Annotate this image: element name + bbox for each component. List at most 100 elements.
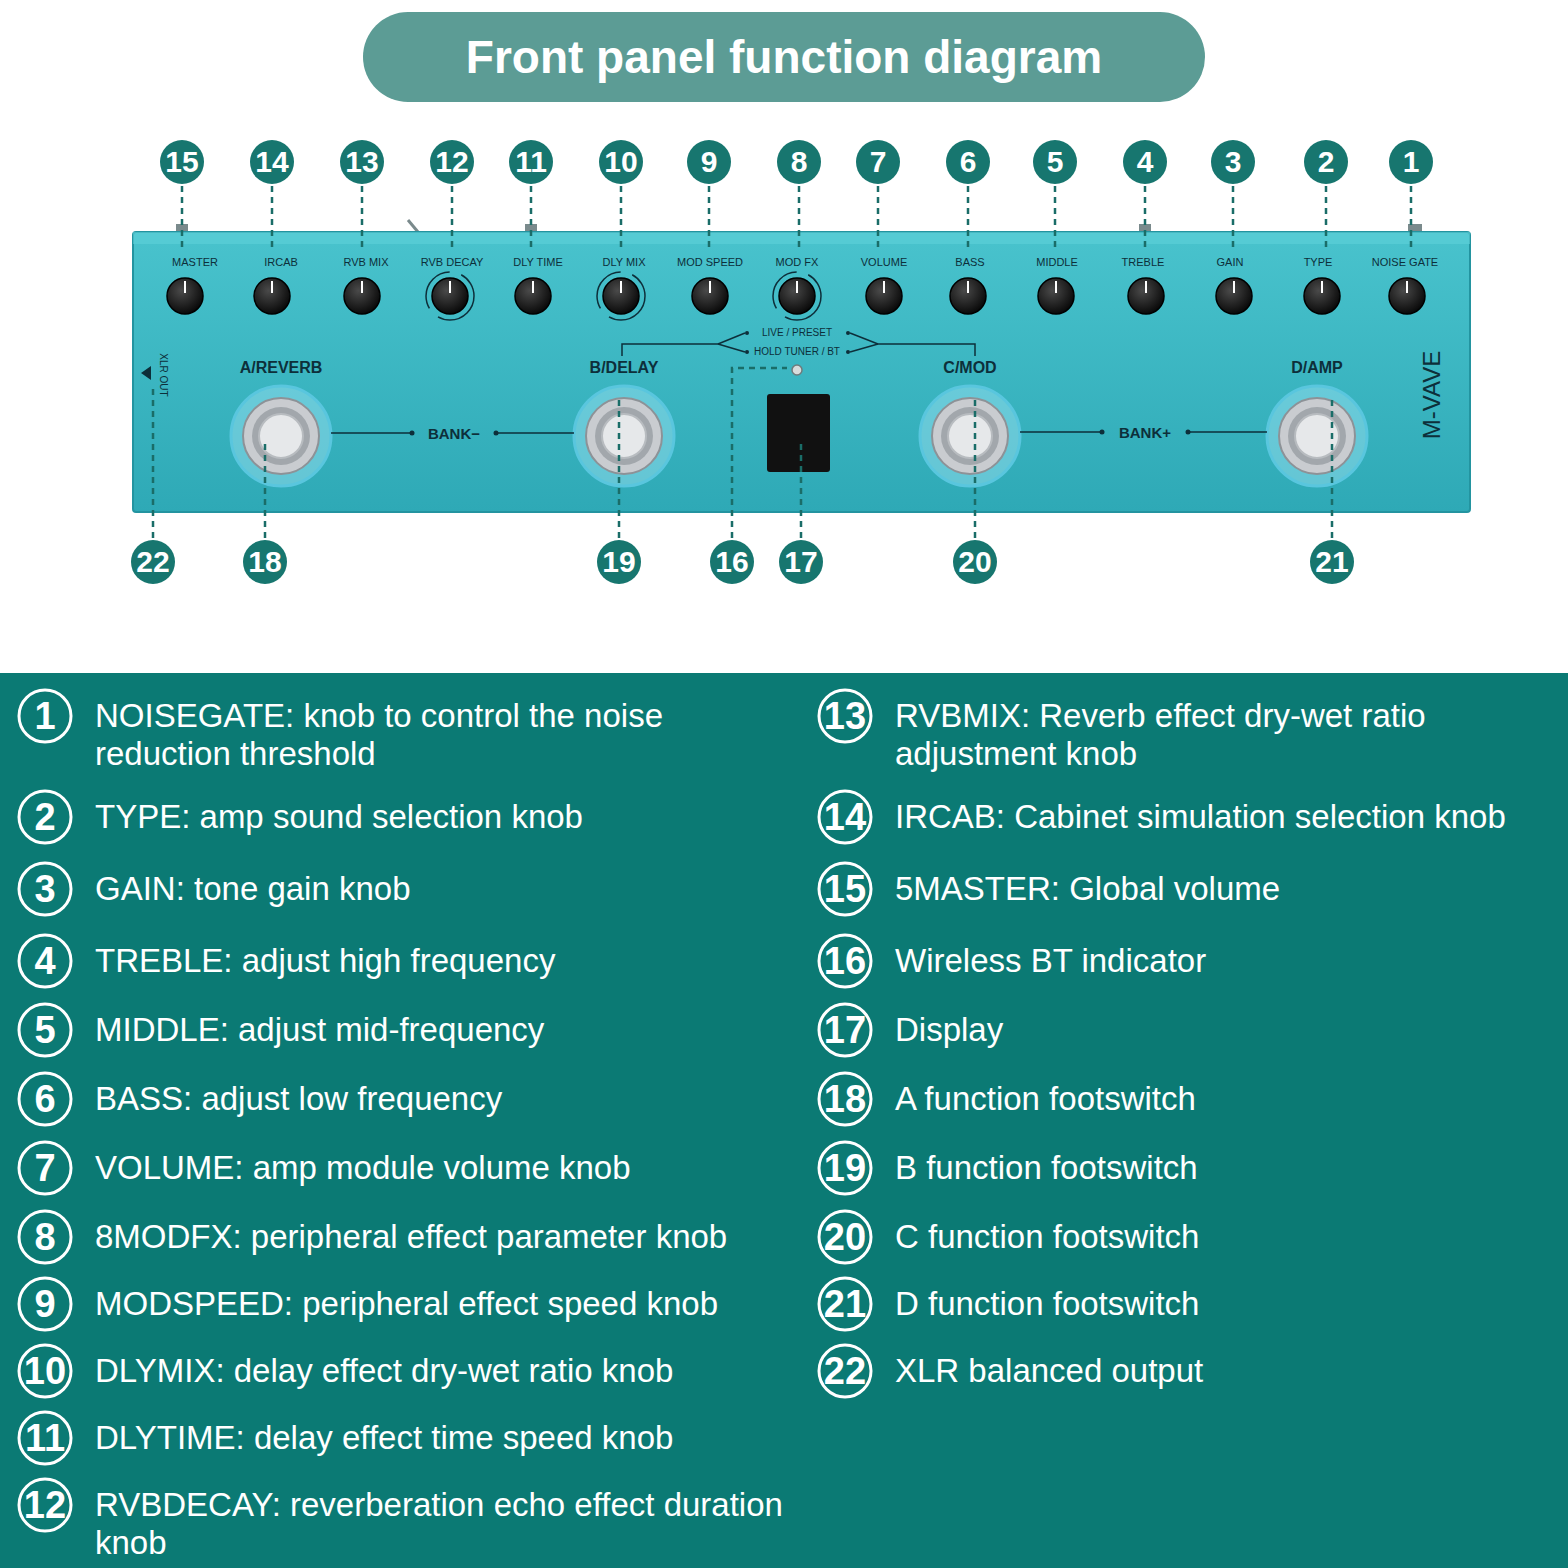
callout-circle: 11 — [17, 1410, 73, 1466]
knob-label: MIDDLE — [1036, 257, 1078, 268]
callout-number: 3 — [1225, 147, 1242, 177]
footswitch-label: A/REVERB — [240, 360, 323, 376]
callout-circle: 8 — [777, 140, 821, 184]
callout-number: 18 — [824, 1080, 866, 1118]
callout-number: 3 — [34, 870, 55, 908]
title-text: Front panel function diagram — [363, 12, 1205, 102]
callout-circle: 18 — [243, 540, 287, 584]
callout-circle: 5 — [17, 1002, 73, 1058]
knob-label: NOISE GATE — [1372, 257, 1438, 268]
brand-logo: M-VAVE — [1420, 351, 1444, 439]
callout-number: 20 — [958, 547, 991, 577]
footswitch-label: C/MOD — [943, 360, 996, 376]
callout-circle: 10 — [599, 140, 643, 184]
callout-circle: 1 — [17, 688, 73, 744]
knob-label: DLY MIX — [603, 257, 646, 268]
knob-label: RVB DECAY — [421, 257, 484, 268]
callout-number: 16 — [824, 942, 866, 980]
description-text: GAIN: tone gain knob — [95, 870, 411, 908]
callout-circle: 20 — [953, 540, 997, 584]
callout-number: 4 — [1137, 147, 1154, 177]
footswitch-label: D/AMP — [1291, 360, 1343, 376]
callout-circle: 6 — [946, 140, 990, 184]
callout-number: 1 — [1403, 147, 1420, 177]
callout-number: 19 — [602, 547, 635, 577]
callout-circle: 2 — [1304, 140, 1348, 184]
callout-circle: 20 — [817, 1209, 873, 1265]
description-text: Display — [895, 1011, 1003, 1049]
callout-number: 12 — [435, 147, 468, 177]
callout-circle: 13 — [817, 688, 873, 744]
description-text: A function footswitch — [895, 1080, 1196, 1118]
callout-number: 10 — [24, 1352, 66, 1390]
callout-circle: 4 — [17, 933, 73, 989]
knob-label: VOLUME — [861, 257, 907, 268]
callout-number: 12 — [24, 1486, 66, 1524]
callout-number: 14 — [824, 798, 866, 836]
callout-number: 13 — [824, 697, 866, 735]
knob-label: RVB MIX — [343, 257, 388, 268]
callout-number: 7 — [870, 147, 887, 177]
callout-circle: 9 — [17, 1276, 73, 1332]
description-text: XLR balanced output — [895, 1352, 1203, 1390]
callout-circle: 2 — [17, 789, 73, 845]
description-text: DLYMIX: delay effect dry-wet ratio knob — [95, 1352, 673, 1390]
knob-label: BASS — [955, 257, 984, 268]
footswitch-label: B/DELAY — [590, 360, 659, 376]
bank-label: BANK− — [428, 426, 480, 441]
callout-number: 17 — [784, 547, 817, 577]
callout-circle: 9 — [687, 140, 731, 184]
callout-circle: 17 — [779, 540, 823, 584]
title-pill — [363, 12, 1205, 102]
callout-circle: 11 — [509, 140, 553, 184]
callout-number: 21 — [1315, 547, 1348, 577]
callout-circle: 7 — [17, 1140, 73, 1196]
callout-circle: 16 — [710, 540, 754, 584]
description-text: RVBMIX: Reverb effect dry-wet ratio adju… — [895, 697, 1495, 773]
callout-number: 5 — [34, 1011, 55, 1049]
description-text: 5MASTER: Global volume — [895, 870, 1280, 908]
knob-label: MOD FX — [776, 257, 819, 268]
callout-number: 6 — [960, 147, 977, 177]
callout-circle: 8 — [17, 1209, 73, 1265]
callout-number: 10 — [604, 147, 637, 177]
callout-number: 17 — [824, 1011, 866, 1049]
callout-circle: 3 — [17, 861, 73, 917]
callout-circle: 10 — [17, 1343, 73, 1399]
mode-label: HOLD TUNER / BT — [754, 347, 840, 357]
knob-label: DLY TIME — [513, 257, 563, 268]
bank-label: BANK+ — [1119, 425, 1171, 440]
callout-circle: 17 — [817, 1002, 873, 1058]
callout-circle: 1 — [1389, 140, 1433, 184]
callout-number: 19 — [824, 1149, 866, 1187]
callout-circle: 4 — [1123, 140, 1167, 184]
callout-number: 20 — [824, 1218, 866, 1256]
callout-number: 9 — [34, 1285, 55, 1323]
callout-circle: 13 — [340, 140, 384, 184]
callout-circle: 16 — [817, 933, 873, 989]
knob-label: IRCAB — [264, 257, 298, 268]
callout-number: 4 — [34, 942, 55, 980]
callout-number: 21 — [824, 1285, 866, 1323]
callout-circle: 6 — [17, 1071, 73, 1127]
callout-circle: 12 — [430, 140, 474, 184]
callout-number: 14 — [255, 147, 288, 177]
callout-circle: 22 — [817, 1343, 873, 1399]
callout-number: 8 — [34, 1218, 55, 1256]
description-text: TREBLE: adjust high frequency — [95, 942, 555, 980]
callout-number: 15 — [824, 870, 866, 908]
callout-circle: 5 — [1033, 140, 1077, 184]
description-text: D function footswitch — [895, 1285, 1199, 1323]
callout-number: 11 — [515, 147, 547, 177]
knob-label: GAIN — [1217, 257, 1244, 268]
callout-circle: 21 — [817, 1276, 873, 1332]
callout-circle: 19 — [597, 540, 641, 584]
description-text: B function footswitch — [895, 1149, 1198, 1187]
callout-number: 2 — [34, 798, 55, 836]
callout-number: 22 — [136, 547, 169, 577]
description-text: 8MODFX: peripheral effect parameter knob — [95, 1218, 727, 1256]
callout-number: 11 — [25, 1419, 65, 1457]
callout-circle: 7 — [856, 140, 900, 184]
callout-number: 16 — [715, 547, 748, 577]
